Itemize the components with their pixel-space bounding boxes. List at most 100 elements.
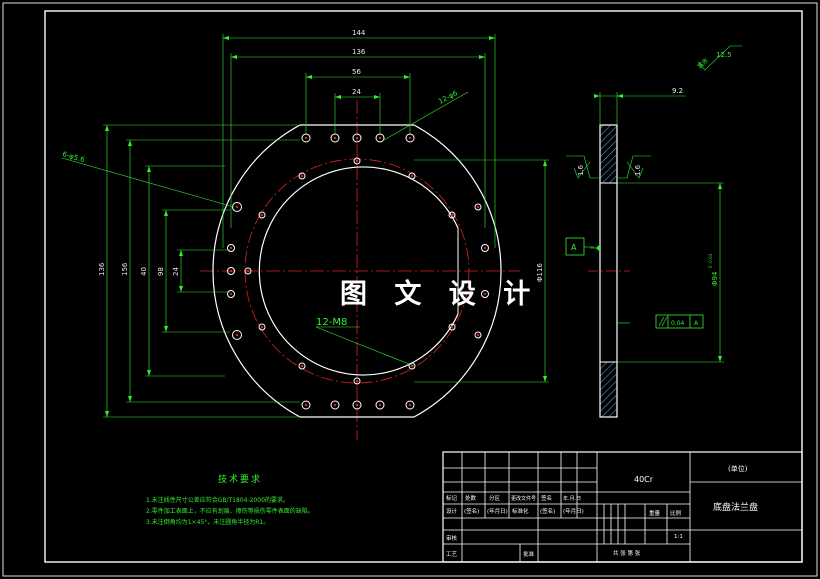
bolt-hole-center xyxy=(304,403,308,407)
bolt-hole xyxy=(227,290,235,298)
bolt-hole-center xyxy=(246,269,250,273)
bolt-hole xyxy=(227,267,235,275)
bolt-hole xyxy=(448,323,456,331)
tb-qty: 处数 xyxy=(465,494,477,502)
bolt-hole-center xyxy=(229,269,233,273)
bolt-hole-center xyxy=(476,205,480,209)
bolt-hole-center xyxy=(408,136,412,140)
bolt-hole xyxy=(405,400,415,410)
bolt-hole-center xyxy=(450,213,454,217)
dim-dia-bore: Φ94 xyxy=(711,271,719,286)
bolt-hole-center xyxy=(378,136,382,140)
bolt-hole xyxy=(244,267,252,275)
bolt-hole-center xyxy=(355,159,359,163)
tb-date: 年.月.日 xyxy=(563,495,581,502)
tb-mark: 标记 xyxy=(446,494,458,502)
bolt-hole xyxy=(408,172,416,180)
bolt-hole-center xyxy=(378,403,382,407)
bolt-hole xyxy=(408,362,416,370)
tb-sign: 签名 xyxy=(541,494,552,502)
tb-review: 审核 xyxy=(446,534,458,542)
bolt-hole xyxy=(481,244,489,252)
bolt-hole xyxy=(481,290,489,298)
roughness-general-symbol xyxy=(697,45,742,71)
bolt-hole xyxy=(474,331,482,339)
bolt-hole xyxy=(258,323,266,331)
note-item-2: 2.零件加工表面上，不应有划痕、擦伤等损伤零件表面的缺陷。 xyxy=(146,508,314,515)
tb-company: (单位) xyxy=(728,464,748,473)
bolt-hole-center xyxy=(333,136,337,140)
dim-bore-tolerance: 0 -0.03 xyxy=(708,253,713,268)
callout-6-holes: 6-φ5.6 xyxy=(61,150,86,164)
tb-designer: 设计 xyxy=(446,507,458,515)
dim-144: 144 xyxy=(352,29,366,37)
tb-sign2: (签名) xyxy=(540,507,555,515)
bolt-hole-center xyxy=(333,403,337,407)
dim-56: 56 xyxy=(352,68,361,76)
bolt-hole-center xyxy=(483,292,487,296)
bolt-hole xyxy=(352,400,362,410)
watermark-text: 图 文 设 计 xyxy=(340,279,540,310)
tb-part-name: 底盘法兰盘 xyxy=(713,501,758,513)
bolt-hole-center xyxy=(260,325,264,329)
tb-weight: 重量 xyxy=(649,509,661,517)
side-hatch-top xyxy=(599,124,618,184)
svg-text:A: A xyxy=(571,243,577,252)
roughness-left-symbol xyxy=(566,155,600,179)
tb-docno: 更改文件号 xyxy=(511,495,536,502)
side-dimensions xyxy=(566,45,742,363)
note-item-1: 1.未注线性尺寸公差应符合GB/T1804-2000的要求。 xyxy=(146,497,289,504)
bolt-hole xyxy=(232,330,242,340)
bolt-hole-center xyxy=(235,205,239,209)
roughness-right-symbol xyxy=(617,155,651,179)
bolt-hole-center xyxy=(410,174,414,178)
tb-zone: 分区 xyxy=(489,494,501,502)
bolt-hole xyxy=(448,211,456,219)
front-dimensions xyxy=(61,34,549,418)
bolt-hole xyxy=(301,400,311,410)
title-block xyxy=(442,451,803,563)
roughness-right: 1.6 xyxy=(634,164,642,176)
technical-notes: 技术要求 1.未注线性尺寸公差应符合GB/T1804-2000的要求。 2.零件… xyxy=(146,472,314,528)
roughness-general: 12.5 xyxy=(716,51,732,59)
bolt-hole xyxy=(258,211,266,219)
bolt-hole xyxy=(298,172,306,180)
bolt-hole-center xyxy=(300,174,304,178)
inner-bore-contour xyxy=(258,166,459,376)
tb-scale: 比例 xyxy=(670,509,682,517)
note-item-3: 3.未注倒角均为1×45°，未注圆角半径为R1。 xyxy=(146,519,270,526)
bolt-hole-center xyxy=(355,403,359,407)
bolt-hole xyxy=(474,203,482,211)
dim-dia116: Φ116 xyxy=(536,263,544,282)
bolt-hole-center xyxy=(235,333,239,337)
bolt-hole xyxy=(227,244,235,252)
tb-process: 工艺 xyxy=(446,551,458,558)
dim-24-left: 24 xyxy=(172,267,180,276)
side-arrows xyxy=(594,94,722,362)
tb-approve: 批准 xyxy=(523,550,535,558)
drawing-frame xyxy=(44,10,803,563)
dim-136-left: 136 xyxy=(98,262,106,276)
arrowheads xyxy=(105,36,547,417)
tb-sign1: (签名) xyxy=(464,507,479,515)
callout-12-thread: 12-M8 xyxy=(316,317,347,328)
hole-group xyxy=(227,133,489,410)
bolt-hole-center xyxy=(229,292,233,296)
bolt-hole-center xyxy=(304,136,308,140)
tb-date1: (年月日) xyxy=(487,507,508,515)
tb-date2: (年月日) xyxy=(563,507,584,515)
bolt-hole-center xyxy=(260,213,264,217)
dim-24-top: 24 xyxy=(352,88,361,96)
roughness-left: 1.6 xyxy=(577,164,585,176)
bolt-hole-center xyxy=(355,136,359,140)
bolt-hole xyxy=(232,202,242,212)
front-view xyxy=(200,100,520,440)
dim-9-2: 9.2 xyxy=(672,87,683,95)
title-block-texts: 40Cr (单位) 底盘法兰盘 标记 处数 分区 更改文件号 签名 年.月.日 … xyxy=(446,464,758,558)
tb-std: 标准化 xyxy=(512,507,529,515)
roughness-general-label: 其余 xyxy=(696,56,710,70)
bolt-hole xyxy=(353,157,361,165)
bolt-hole-center xyxy=(476,333,480,337)
